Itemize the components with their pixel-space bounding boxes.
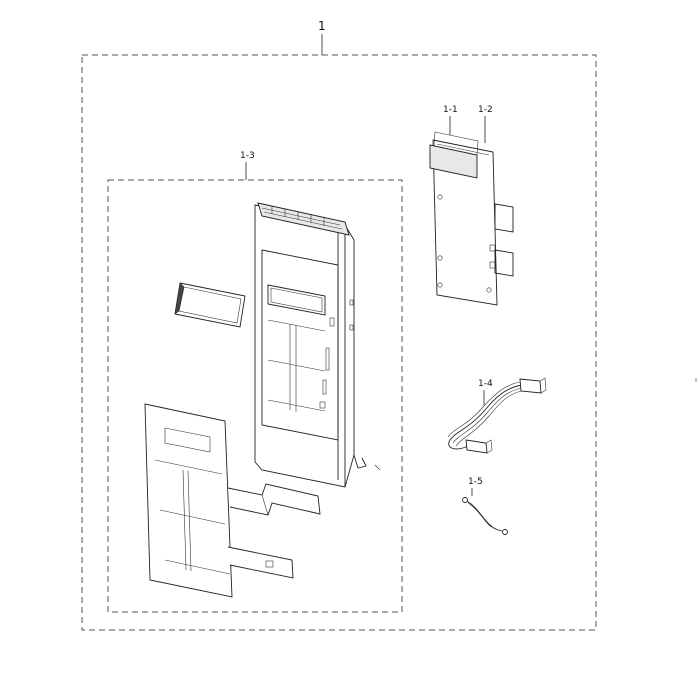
callout-1-2: 1-2 [478,105,493,115]
callout-assembly: 1 [318,19,326,33]
callout-1-5: 1-5 [468,477,483,487]
control-panel-frame [254,202,381,488]
callout-1-1: 1-1 [443,105,458,115]
callout-1-3: 1-3 [240,151,255,161]
assembly-boundary [81,54,597,631]
callout-1-4: 1-4 [478,379,493,389]
subassembly-boundary-1-3 [107,179,403,613]
ground-wire [462,497,508,535]
membrane-keypad [144,403,321,598]
wire-harness [447,377,547,454]
pcb-assembly [429,131,514,306]
display-window [174,282,246,328]
